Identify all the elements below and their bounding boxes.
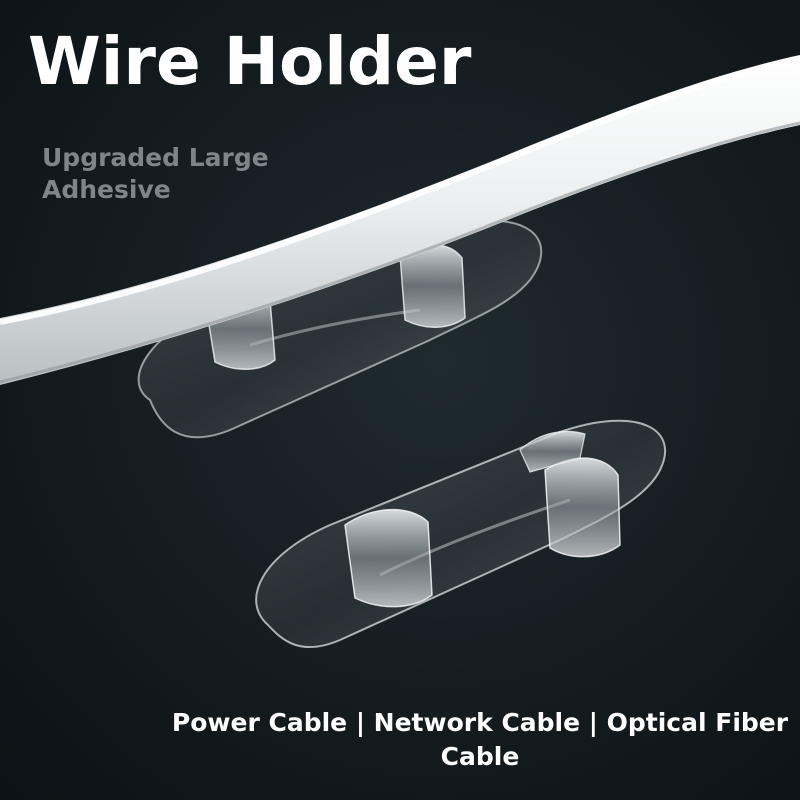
subtitle: Upgraded Large Adhesive xyxy=(42,143,269,204)
white-cable xyxy=(0,55,800,385)
cable-types-caption: Power Cable | Network Cable | Optical Fi… xyxy=(171,708,789,771)
page-title: Wire Holder xyxy=(28,23,472,100)
wire-holder-lower xyxy=(255,419,666,649)
wire-holder-upper xyxy=(137,219,543,439)
